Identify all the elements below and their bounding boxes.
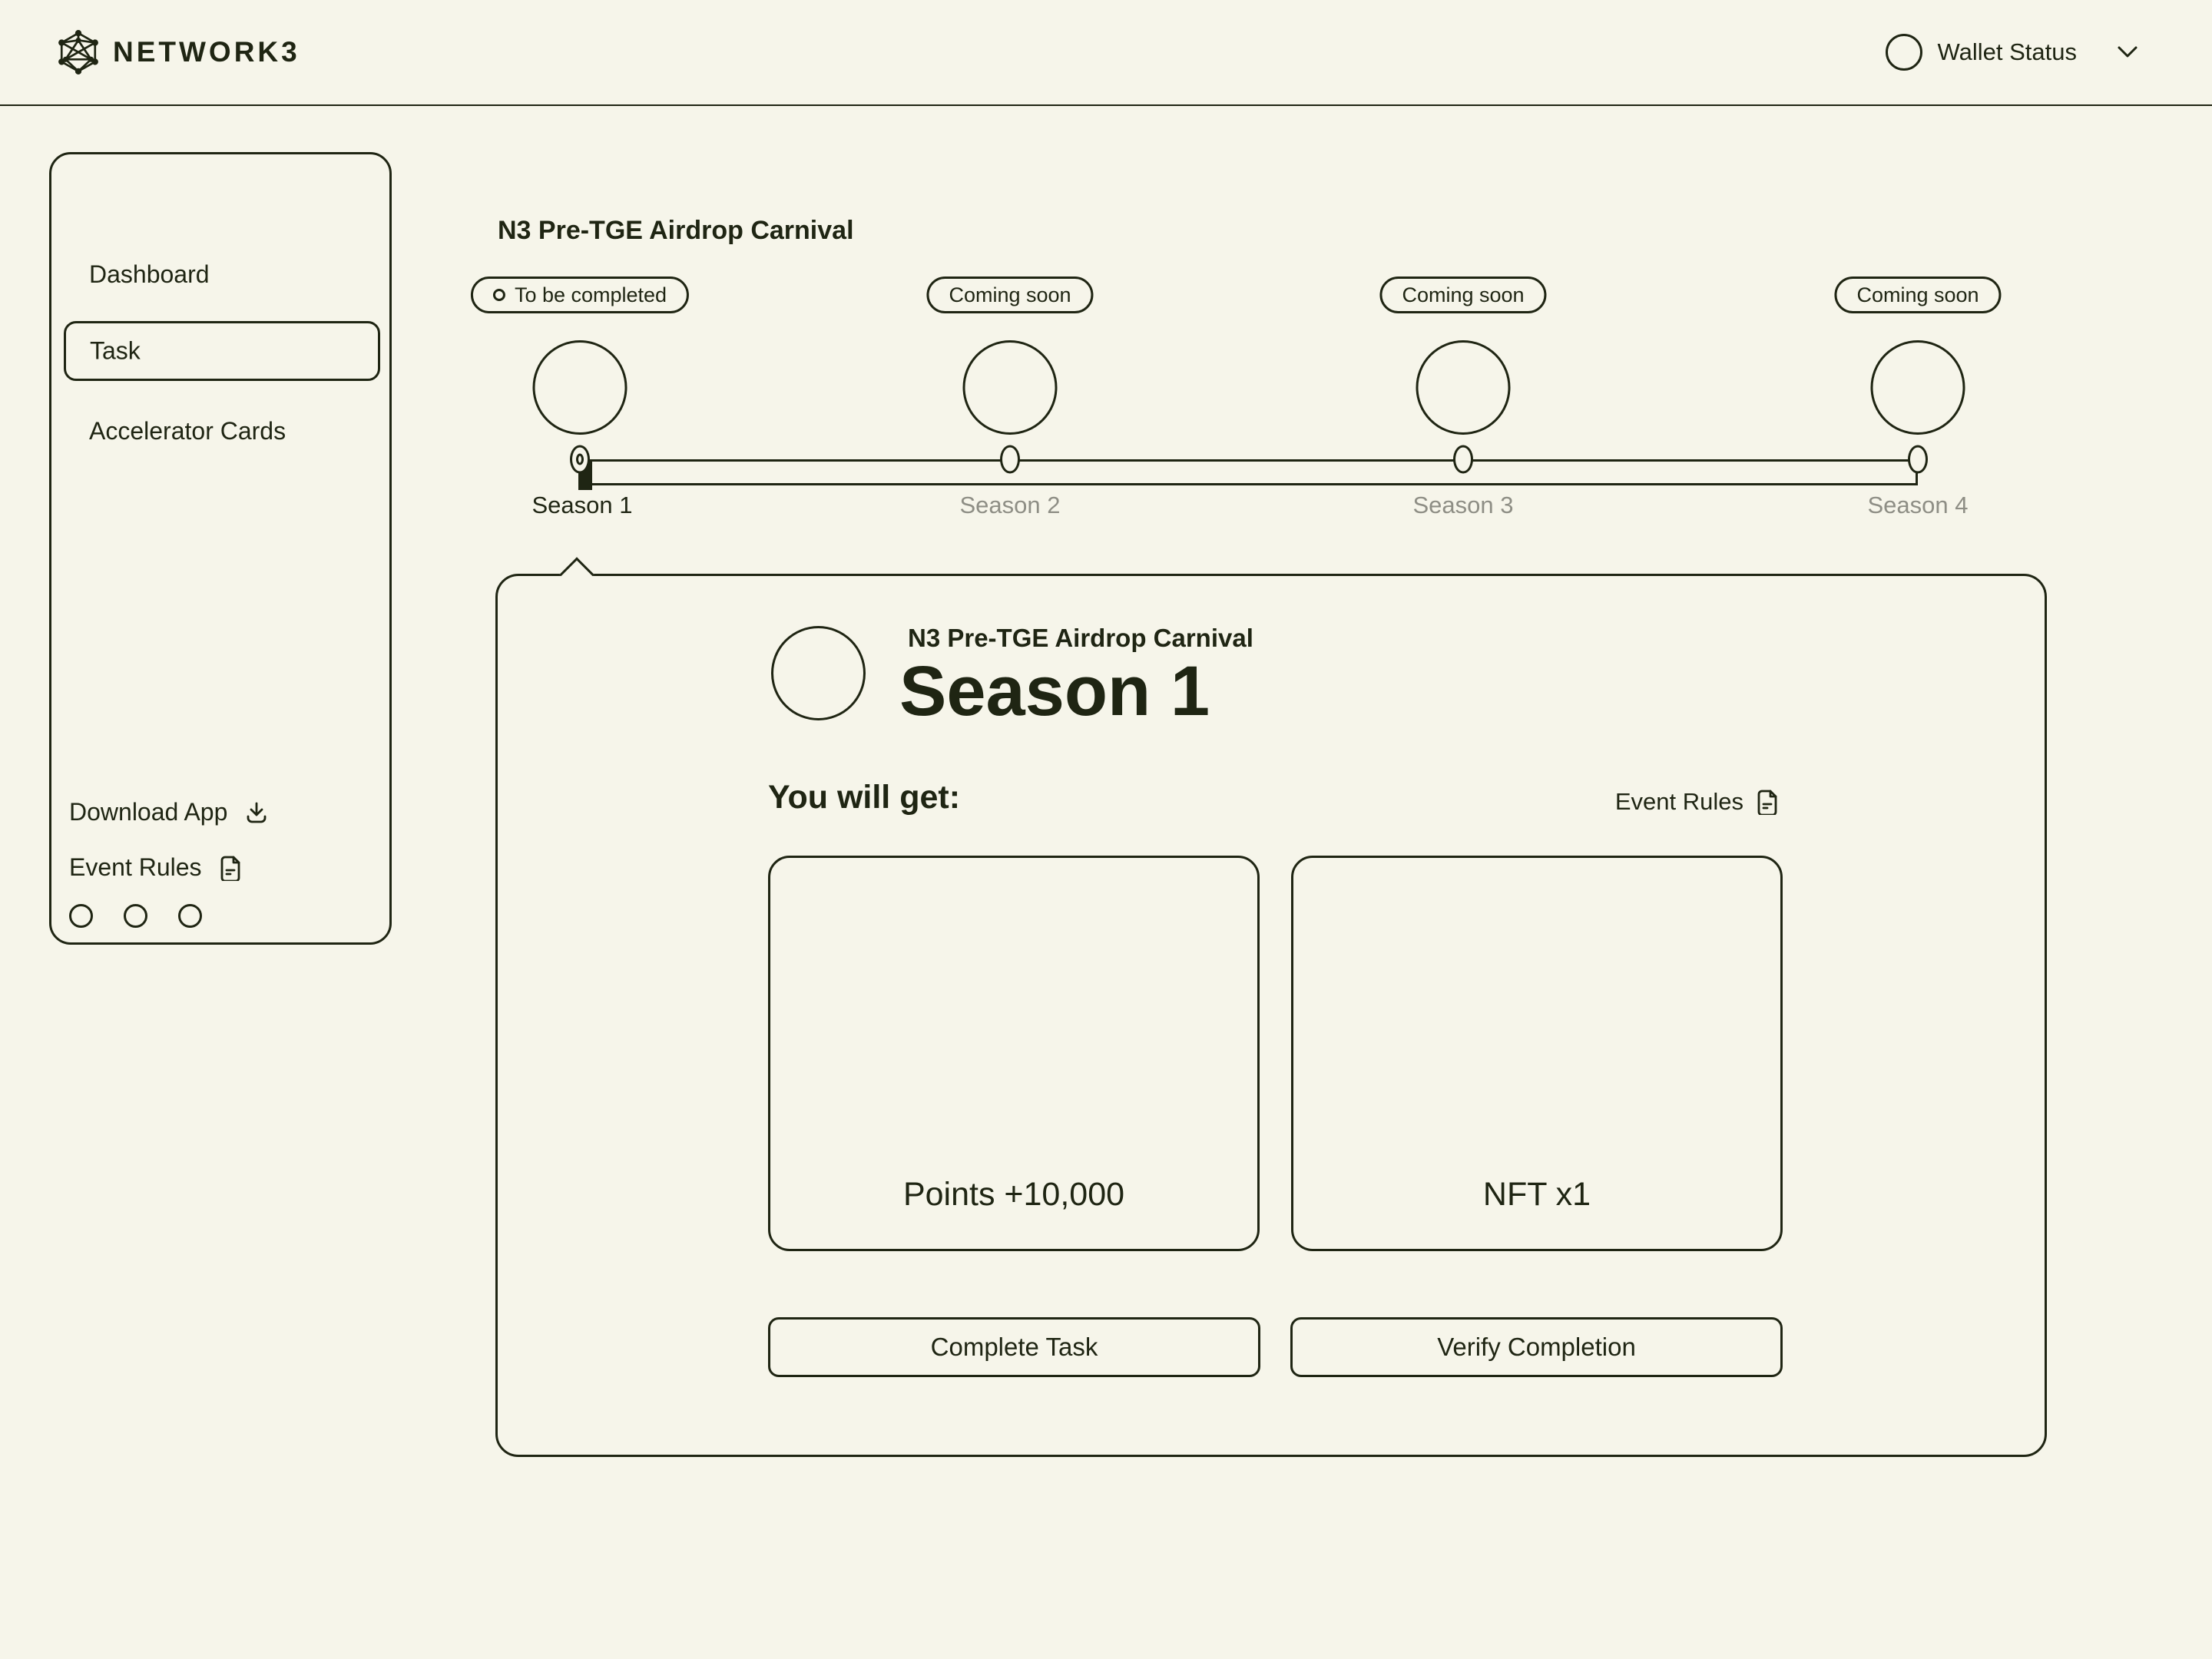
event-rules-link-card[interactable]: Event Rules bbox=[1615, 788, 1779, 816]
reward-nft-label: NFT x1 bbox=[1482, 1176, 1591, 1213]
season1-detail-card: N3 Pre-TGE Airdrop Carnival Season 1 You… bbox=[495, 557, 2047, 1457]
season3-image-circle[interactable] bbox=[1416, 340, 1511, 435]
status-circle-icon bbox=[492, 289, 505, 301]
wallet-status-menu[interactable]: Wallet Status bbox=[1885, 0, 2138, 104]
season1-node-inner bbox=[576, 453, 584, 465]
season-card-title: Season 1 bbox=[899, 652, 1210, 730]
season3-label[interactable]: Season 3 bbox=[1412, 492, 1514, 518]
download-app-link[interactable]: Download App bbox=[69, 798, 269, 826]
reward-points-label: Points +10,000 bbox=[902, 1176, 1125, 1213]
sidebar-item-task[interactable]: Task bbox=[64, 321, 380, 381]
event-rules-link-sidebar[interactable]: Event Rules bbox=[69, 853, 242, 882]
sidebar-panel: Dashboard Task Accelerator Cards Downloa… bbox=[49, 152, 392, 945]
sidebar-item-accelerator-cards[interactable]: Accelerator Cards bbox=[89, 417, 286, 445]
season2-node bbox=[1000, 445, 1020, 474]
sidebar-item-task-label: Task bbox=[90, 336, 141, 365]
social-circle-3-icon[interactable] bbox=[178, 904, 202, 928]
season1-node bbox=[570, 445, 590, 474]
season1-image-circle[interactable] bbox=[532, 340, 628, 435]
season4-label[interactable]: Season 4 bbox=[1867, 492, 1969, 518]
sidebar-item-dashboard[interactable]: Dashboard bbox=[89, 260, 210, 288]
event-rules-label-sidebar: Event Rules bbox=[69, 853, 202, 881]
chevron-down-icon[interactable] bbox=[2117, 45, 2138, 59]
season3-node bbox=[1453, 445, 1473, 474]
season4-image-circle[interactable] bbox=[1870, 340, 1965, 435]
wallet-avatar-circle bbox=[1885, 34, 1922, 71]
season2-status-badge: Coming soon bbox=[926, 276, 1094, 313]
download-app-label: Download App bbox=[69, 798, 228, 826]
top-header: NETWORK3 Wallet Status bbox=[0, 0, 2212, 106]
rewards-heading: You will get: bbox=[768, 779, 961, 816]
season1-label[interactable]: Season 1 bbox=[531, 492, 633, 518]
event-rules-label-card: Event Rules bbox=[1614, 788, 1743, 815]
document-icon bbox=[1756, 789, 1779, 815]
logo-wordmark: NETWORK3 bbox=[113, 36, 300, 68]
wallet-status-label: Wallet Status bbox=[1937, 38, 2077, 65]
sidebar-social-row bbox=[69, 904, 202, 928]
social-circle-2-icon[interactable] bbox=[124, 904, 147, 928]
reward-tile-nft: NFT x1 bbox=[1291, 856, 1783, 1251]
season-card-circle-icon bbox=[771, 626, 866, 720]
season3-badge-label: Coming soon bbox=[1402, 283, 1525, 306]
timeline-title: N3 Pre-TGE Airdrop Carnival bbox=[498, 216, 854, 245]
card-pointer-notch bbox=[559, 557, 594, 592]
season3-status-badge: Coming soon bbox=[1379, 276, 1547, 313]
network3-logo-icon bbox=[56, 30, 101, 75]
season4-status-badge: Coming soon bbox=[1834, 276, 2002, 313]
reward-tile-points: Points +10,000 bbox=[768, 856, 1260, 1251]
social-circle-1-icon[interactable] bbox=[69, 904, 93, 928]
actions-row: Complete Task Verify Completion bbox=[768, 1317, 1783, 1377]
download-icon bbox=[244, 800, 269, 825]
season1-status-badge: To be completed bbox=[470, 276, 690, 313]
rewards-row: Points +10,000 NFT x1 bbox=[768, 856, 1783, 1251]
season1-badge-label: To be completed bbox=[514, 283, 667, 306]
complete-task-button[interactable]: Complete Task bbox=[768, 1317, 1260, 1377]
season-card-eyebrow: N3 Pre-TGE Airdrop Carnival bbox=[908, 624, 1253, 652]
season2-badge-label: Coming soon bbox=[949, 283, 1071, 306]
timeline-track bbox=[578, 459, 1918, 490]
season4-node bbox=[1908, 445, 1928, 474]
season2-label[interactable]: Season 2 bbox=[959, 492, 1061, 518]
network3-logo[interactable]: NETWORK3 bbox=[56, 0, 300, 104]
season4-badge-label: Coming soon bbox=[1856, 283, 1979, 306]
document-icon bbox=[219, 855, 242, 881]
season2-image-circle[interactable] bbox=[962, 340, 1058, 435]
verify-completion-button[interactable]: Verify Completion bbox=[1290, 1317, 1783, 1377]
